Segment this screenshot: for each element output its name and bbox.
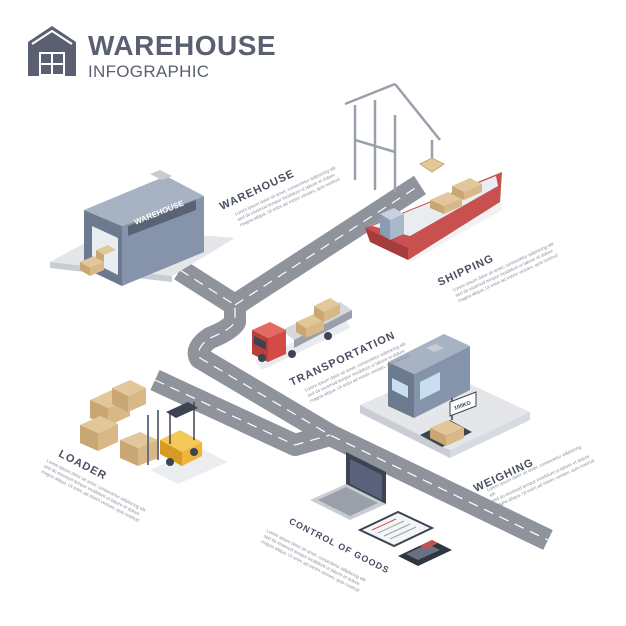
page-title: WAREHOUSE — [88, 30, 277, 61]
cargo-ship-icon — [365, 172, 502, 262]
forklift-icon — [80, 380, 228, 484]
port-crane-icon — [344, 82, 445, 192]
road — [150, 175, 553, 550]
warehouse-icon — [28, 26, 76, 76]
laptop-clipboard-icon — [310, 452, 452, 566]
truck-icon — [252, 298, 352, 370]
page-subtitle: INFOGRAPHIC — [88, 62, 210, 81]
scale-readout: 100KG — [453, 400, 471, 412]
warehouse-building-icon — [50, 170, 235, 286]
scale-icon — [360, 334, 530, 458]
